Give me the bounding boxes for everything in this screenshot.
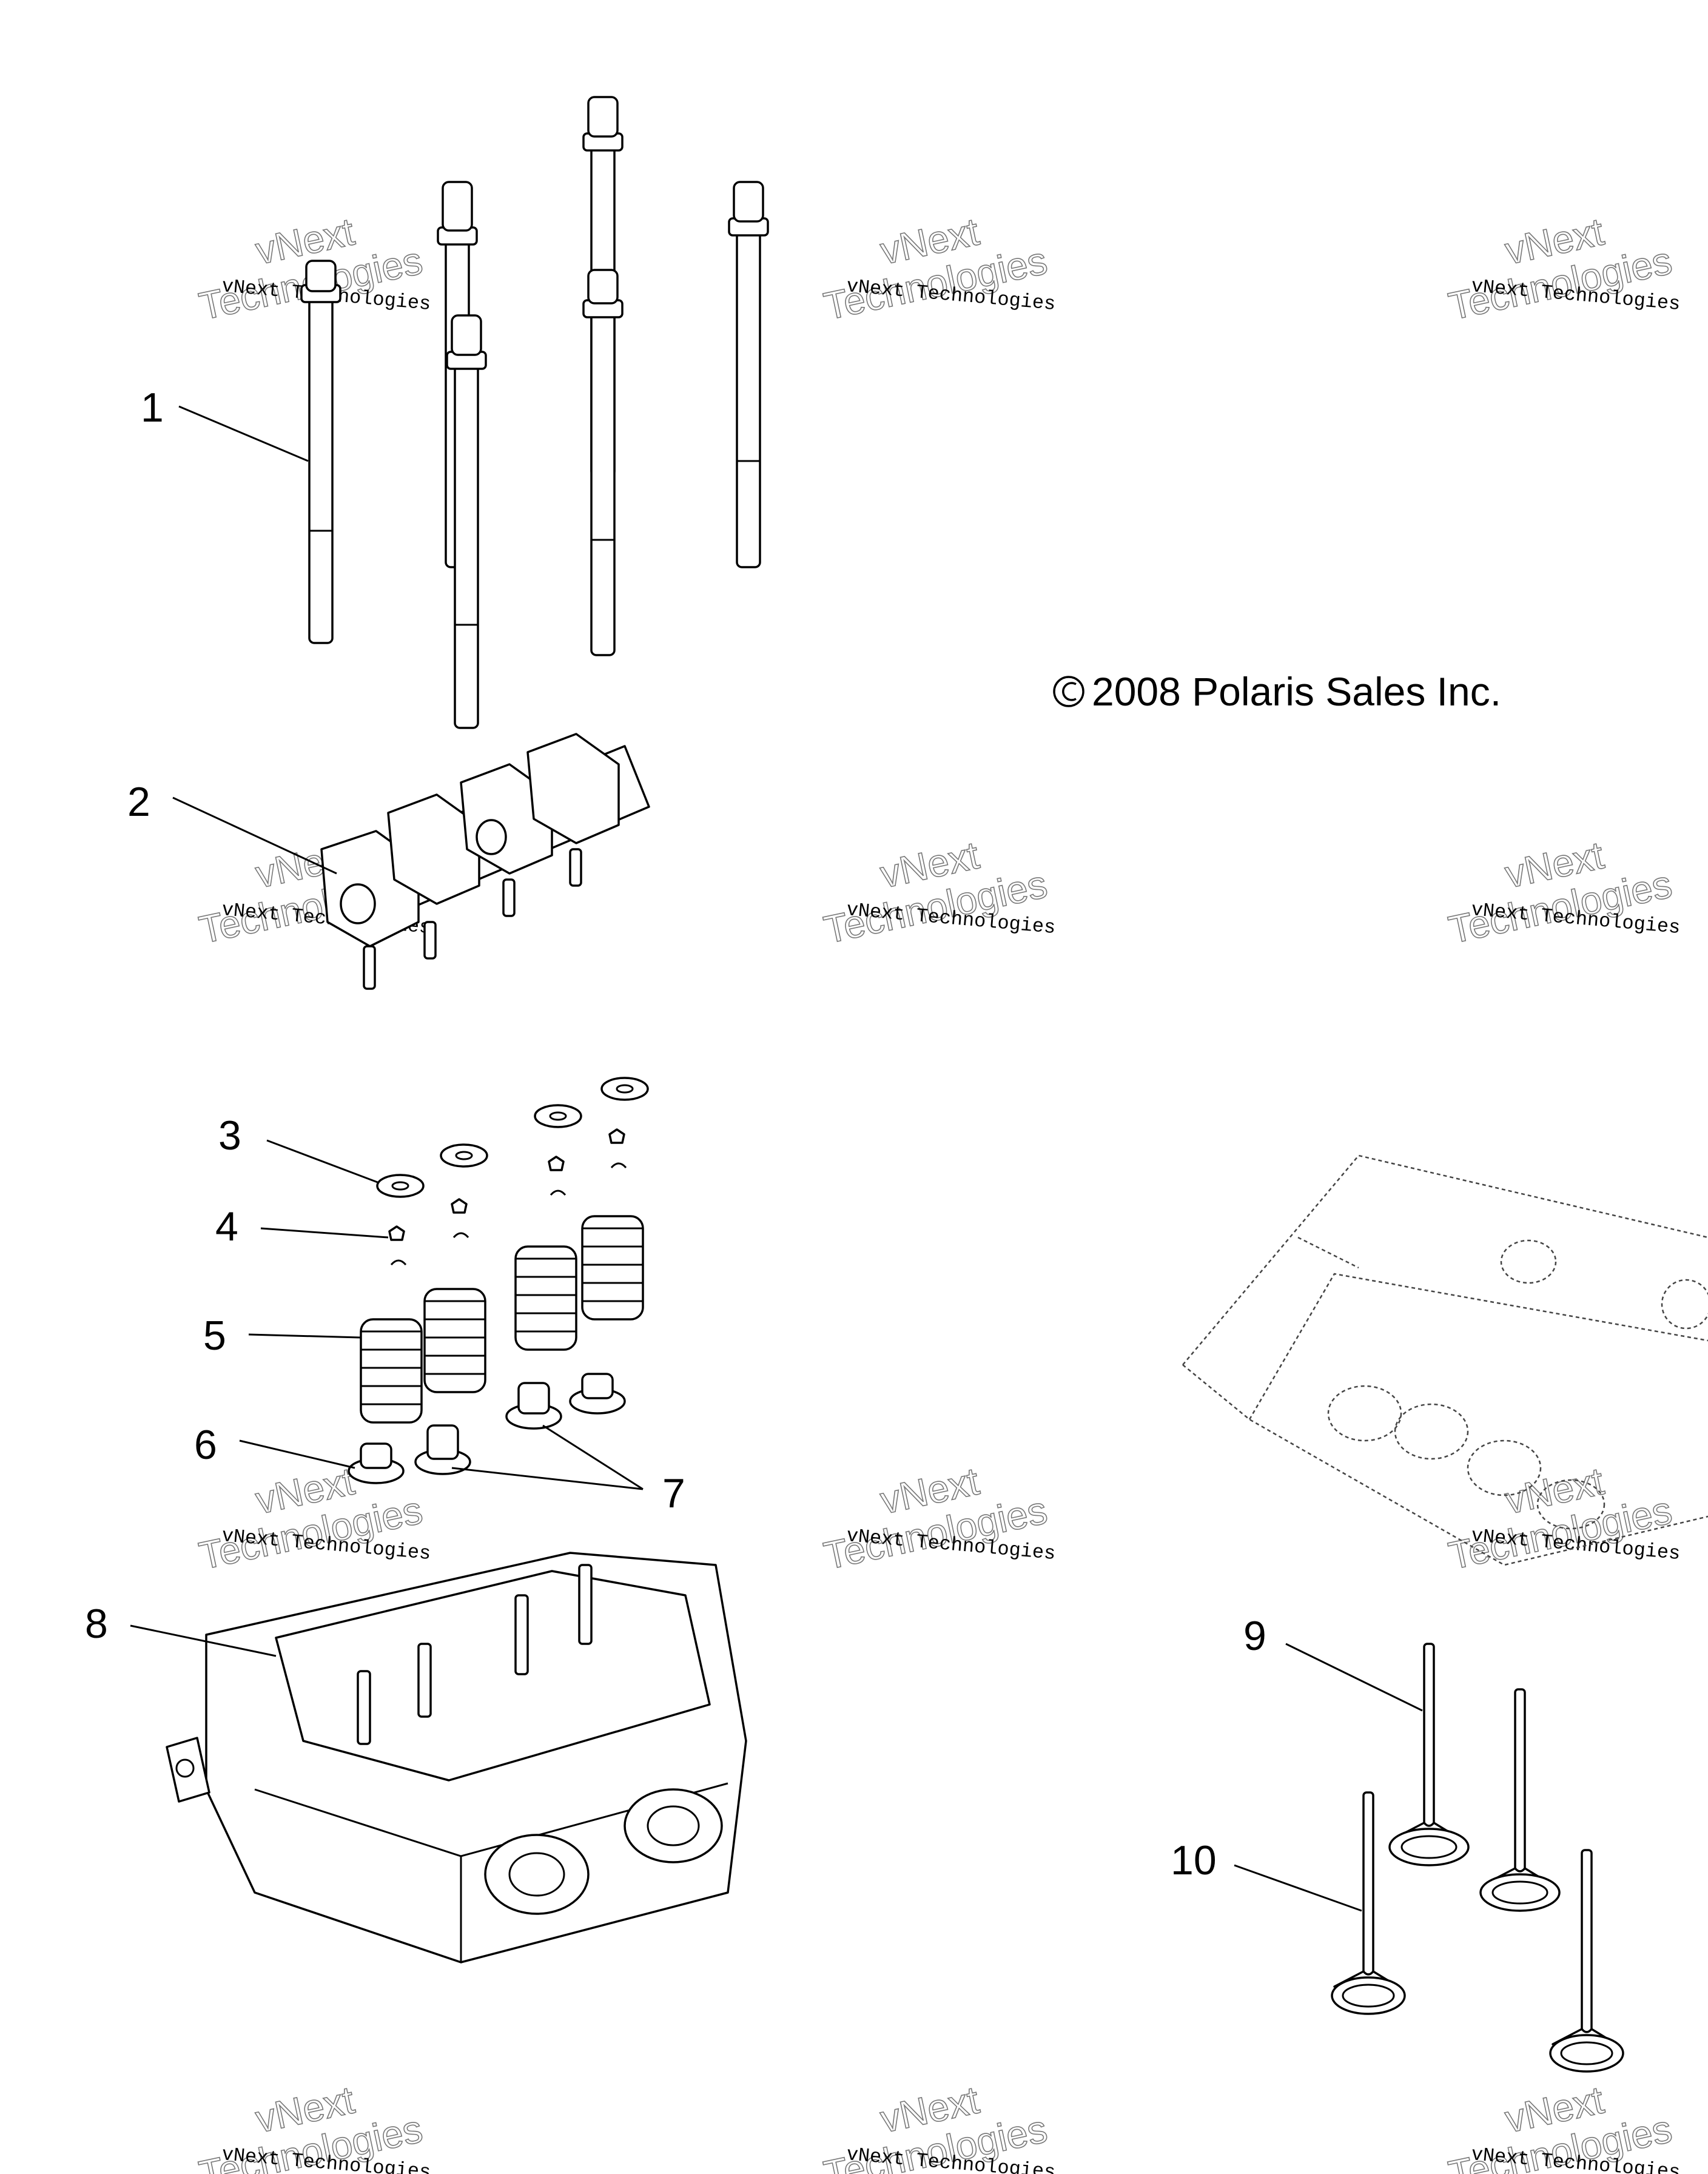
leader-9 (1285, 1643, 1423, 1712)
watermark: vNext Technologies vNext Technologies (819, 1459, 1056, 1578)
valve-spring (581, 1215, 644, 1321)
valve-spring (514, 1245, 577, 1351)
watermark: vNext Technologies vNext Technologies (819, 209, 1056, 329)
valve-spring (360, 1318, 423, 1424)
intake-valves (1388, 1643, 1561, 1912)
exhaust-valves (1331, 1791, 1624, 2073)
valve-springs (360, 1215, 644, 1424)
callout-10: 10 (1171, 1837, 1217, 1883)
head-bolt (300, 260, 341, 644)
valve-keepers (388, 1128, 627, 1266)
watermark: vNext Technologies vNext Technologies (1444, 2078, 1681, 2174)
callout-7: 7 (662, 1470, 685, 1516)
head-bolts (300, 96, 769, 729)
callout-2: 2 (127, 779, 150, 825)
head-bolt (728, 181, 769, 568)
watermark: vNext Technologies vNext Technologies (1444, 833, 1681, 952)
leader-7b (542, 1424, 644, 1490)
copyright-text: 2008 Polaris Sales Inc. (1092, 669, 1501, 714)
callout-3: 3 (218, 1112, 241, 1159)
copyright-icon (1053, 676, 1084, 707)
callout-4: 4 (215, 1203, 238, 1250)
valve (1479, 1688, 1561, 1912)
leader-7a (451, 1467, 644, 1490)
callout-labels: 1 2 3 4 5 6 7 8 9 10 (85, 385, 1266, 1883)
leader-3 (266, 1139, 380, 1184)
rocker-arm-assembly (320, 733, 650, 990)
watermark: vNext Technologies vNext Technologies (1444, 209, 1681, 329)
watermark: vNext Technologies vNext Technologies (195, 2078, 431, 2174)
callout-8: 8 (85, 1601, 108, 1647)
callout-1: 1 (141, 385, 164, 431)
leader-4 (260, 1227, 389, 1239)
leader-1 (178, 405, 309, 462)
valve (1388, 1643, 1470, 1866)
leader-10 (1234, 1864, 1362, 1912)
callout-5: 5 (203, 1313, 226, 1359)
cylinder-head (166, 1552, 747, 1964)
leader-5 (248, 1333, 361, 1339)
valve-spring-retainers (376, 1077, 649, 1198)
spring-seats-and-seals (348, 1373, 626, 1484)
leader-lines (130, 405, 1423, 1912)
callout-6: 6 (194, 1422, 217, 1468)
watermark: vNext Technologies vNext Technologies (819, 2078, 1056, 2174)
watermark: vNext Technologies vNext Technologies (819, 833, 1056, 952)
copyright-notice: 2008 Polaris Sales Inc. (1053, 669, 1501, 714)
callout-9: 9 (1243, 1613, 1266, 1659)
leader-6 (239, 1439, 355, 1469)
cylinder-head-underside-view (1182, 1154, 1708, 1566)
valve (1549, 1849, 1624, 2073)
valve-spring (423, 1288, 486, 1393)
leader-8 (130, 1624, 277, 1657)
valve (1331, 1791, 1406, 2015)
head-bolt (446, 314, 487, 729)
head-bolt (582, 269, 624, 656)
watermark: vNext Technologies vNext Technologies (1444, 1459, 1681, 1578)
leader-2 (172, 796, 337, 875)
